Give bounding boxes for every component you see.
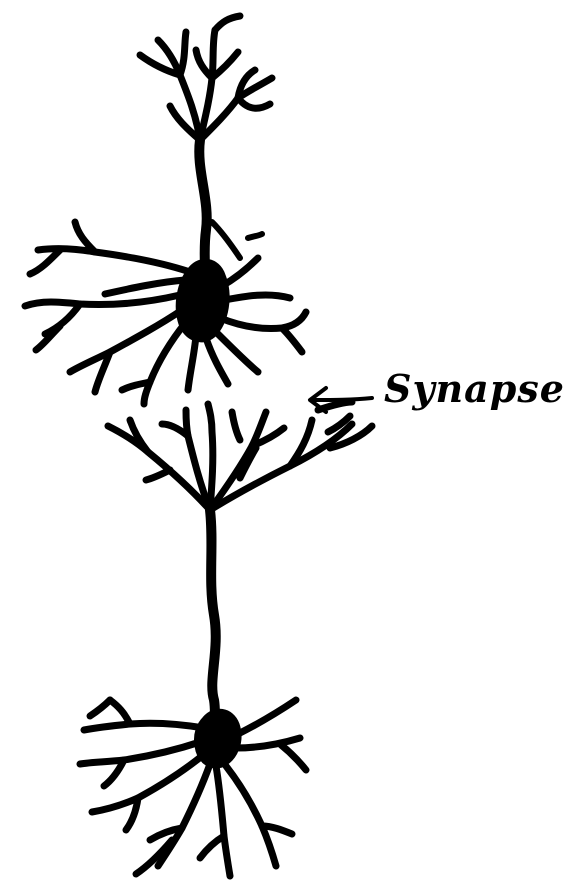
lower-apical-shaft xyxy=(210,510,216,730)
upper-shaft-stub xyxy=(248,234,262,238)
upper-basal-dendrites xyxy=(25,222,306,404)
upper-neuron xyxy=(25,16,306,404)
upper-apical-tuft xyxy=(140,16,272,140)
lower-neuron xyxy=(80,402,372,876)
lower-basal-dendrites xyxy=(80,700,306,876)
lower-apical-crown xyxy=(108,402,372,510)
upper-shaft-branch xyxy=(212,222,240,258)
synapse-arrow-shaft xyxy=(312,398,372,400)
synapse-label: Synapse xyxy=(384,366,565,411)
